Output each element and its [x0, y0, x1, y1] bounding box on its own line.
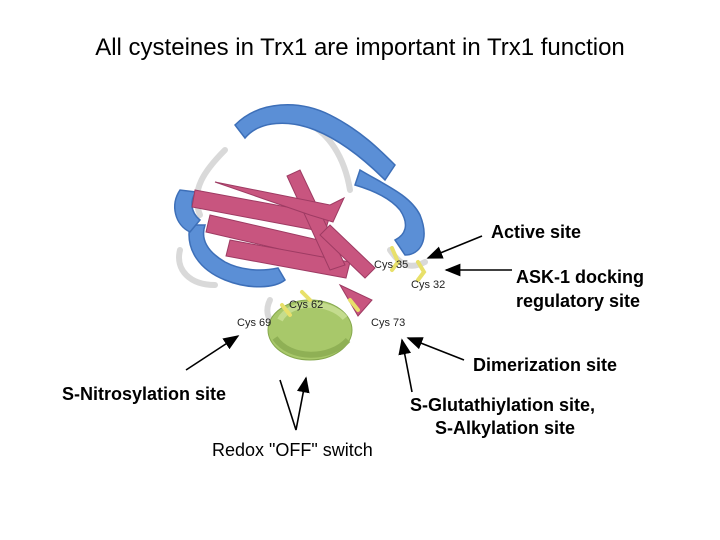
- cys69-label: Cys 69: [237, 317, 272, 329]
- ask1-label-line1: ASK-1 docking: [516, 267, 645, 287]
- arrow-active-site: [426, 235, 483, 259]
- active-site-label: Active site: [491, 222, 582, 242]
- cys32-label: Cys 32: [411, 279, 446, 291]
- redox-off-label: Redox "OFF" switch: [212, 440, 373, 460]
- nitrosylation-label: S-Nitrosylation site: [62, 384, 227, 404]
- ask1-label-line2: regulatory site: [516, 291, 641, 311]
- arrow-dimerization: [406, 337, 465, 361]
- arrow-redox-off: [279, 376, 310, 431]
- cys73-label: Cys 73: [371, 317, 406, 329]
- cys62-label: Cys 62: [289, 299, 324, 311]
- glutathiylation-label-line2: S-Alkylation site: [435, 418, 576, 438]
- dimerization-label: Dimerization site: [473, 355, 618, 375]
- arrow-glutathiylation: [398, 338, 413, 393]
- slide-title: All cysteines in Trx1 are important in T…: [95, 34, 625, 61]
- cys35-label: Cys 35: [374, 259, 409, 271]
- glutathiylation-label-line1: S-Glutathiylation site,: [410, 395, 596, 415]
- arrow-nitrosylation: [185, 335, 240, 371]
